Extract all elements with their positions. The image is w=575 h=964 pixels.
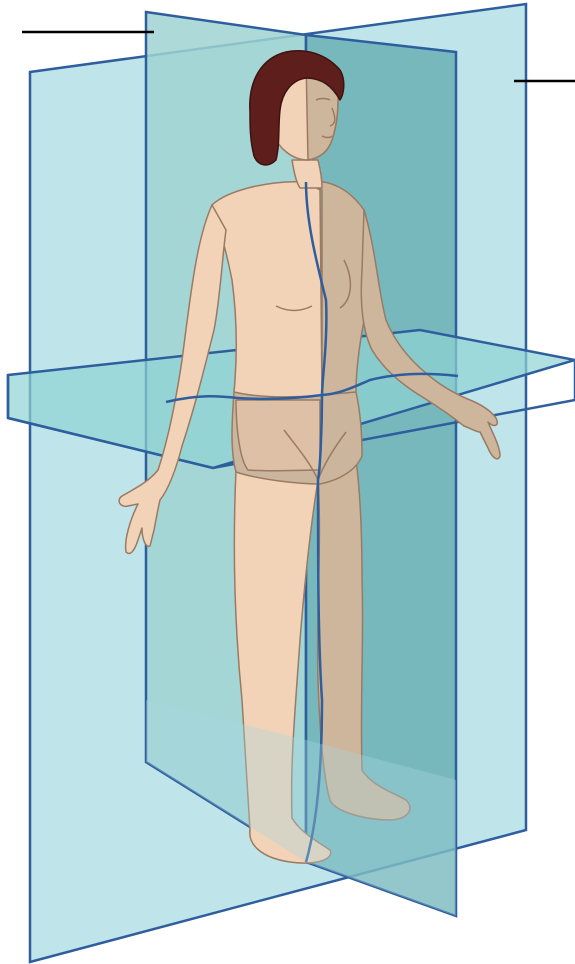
anatomy-diagram (0, 0, 575, 964)
diagram-canvas (0, 0, 575, 964)
